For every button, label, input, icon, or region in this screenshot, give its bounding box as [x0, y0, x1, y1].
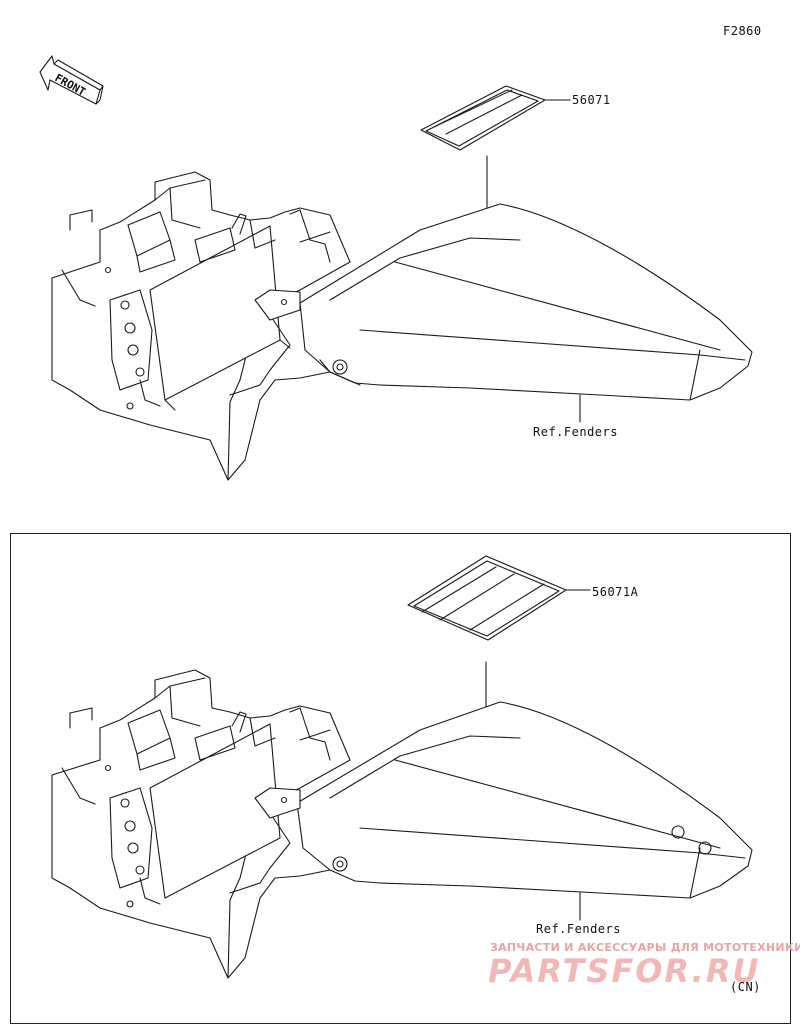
lower-variant-frame — [10, 533, 791, 1024]
region-note: (CN) — [730, 980, 761, 994]
watermark-logo: PARTSFOR.RU — [488, 952, 761, 990]
upper-rear-fender — [51, 171, 753, 481]
front-arrow-icon: FRONT — [39, 55, 104, 105]
lower-rear-fender — [51, 669, 753, 979]
part-number-lower[interactable]: 56071A — [592, 585, 639, 599]
part-number-upper[interactable]: 56071 — [572, 93, 611, 107]
watermark-tagline: ЗАПЧАСТИ И АКСЕССУАРЫ ДЛЯ МОТОТЕХНИКИ — [490, 941, 800, 954]
lower-label-sticker — [407, 555, 591, 739]
figure-code: F2860 — [723, 24, 762, 38]
reference-fenders-upper[interactable]: Ref.Fenders — [533, 425, 618, 439]
reference-fenders-lower[interactable]: Ref.Fenders — [536, 922, 621, 936]
